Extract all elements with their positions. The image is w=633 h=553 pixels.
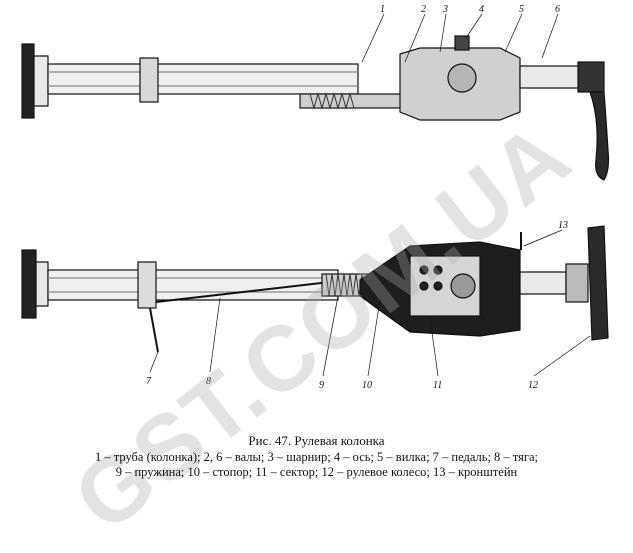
steering-column-drawing: 1 2 3 4 5 6 7 8 9 10 11 12 13 bbox=[21, 4, 610, 391]
bottom-view bbox=[21, 225, 609, 353]
right-shaft bbox=[519, 65, 581, 89]
caption-legend-line-2: 9 – пружина; 10 – стопор; 11 – сектор; 1… bbox=[115, 465, 518, 479]
steering-wheel bbox=[587, 225, 609, 341]
callout-13: 13 bbox=[558, 220, 568, 231]
top-view bbox=[21, 35, 610, 181]
pedal-bracket bbox=[137, 261, 157, 309]
callout-11: 11 bbox=[433, 380, 442, 391]
axle-cap bbox=[454, 35, 470, 51]
callout-4: 4 bbox=[479, 4, 484, 15]
pedal-lever bbox=[589, 91, 610, 181]
callout-6: 6 bbox=[555, 4, 560, 15]
callout-12: 12 bbox=[528, 380, 538, 391]
wheel-hub bbox=[565, 263, 589, 303]
joint-hinge bbox=[447, 63, 477, 93]
tube-column-2 bbox=[47, 269, 339, 301]
callout-5: 5 bbox=[519, 4, 524, 15]
right-hub bbox=[577, 61, 605, 93]
figure-caption: Рис. 47. Рулевая колонка 1 – труба (коло… bbox=[0, 433, 633, 480]
callout-2: 2 bbox=[421, 4, 426, 15]
callout-7: 7 bbox=[146, 376, 152, 387]
caption-legend-line-1: 1 – труба (колонка); 2, 6 – валы; 3 – ша… bbox=[95, 450, 538, 464]
callout-9: 9 bbox=[319, 380, 324, 391]
left-hub bbox=[33, 55, 49, 107]
callout-1: 1 bbox=[380, 4, 385, 15]
sector-gear bbox=[450, 273, 476, 299]
callout-8: 8 bbox=[206, 376, 211, 387]
left-flange bbox=[21, 43, 35, 119]
left-flange-2 bbox=[21, 249, 37, 319]
tube-column bbox=[47, 63, 359, 95]
tie-rod bbox=[155, 281, 331, 303]
leader-lines bbox=[149, 13, 591, 377]
callout-3: 3 bbox=[442, 4, 448, 15]
callout-10: 10 bbox=[362, 380, 372, 391]
tube-clamp bbox=[139, 57, 159, 103]
wheel-shaft bbox=[519, 271, 567, 295]
caption-title: Рис. 47. Рулевая колонка bbox=[248, 433, 385, 448]
left-hub-2 bbox=[35, 261, 49, 307]
